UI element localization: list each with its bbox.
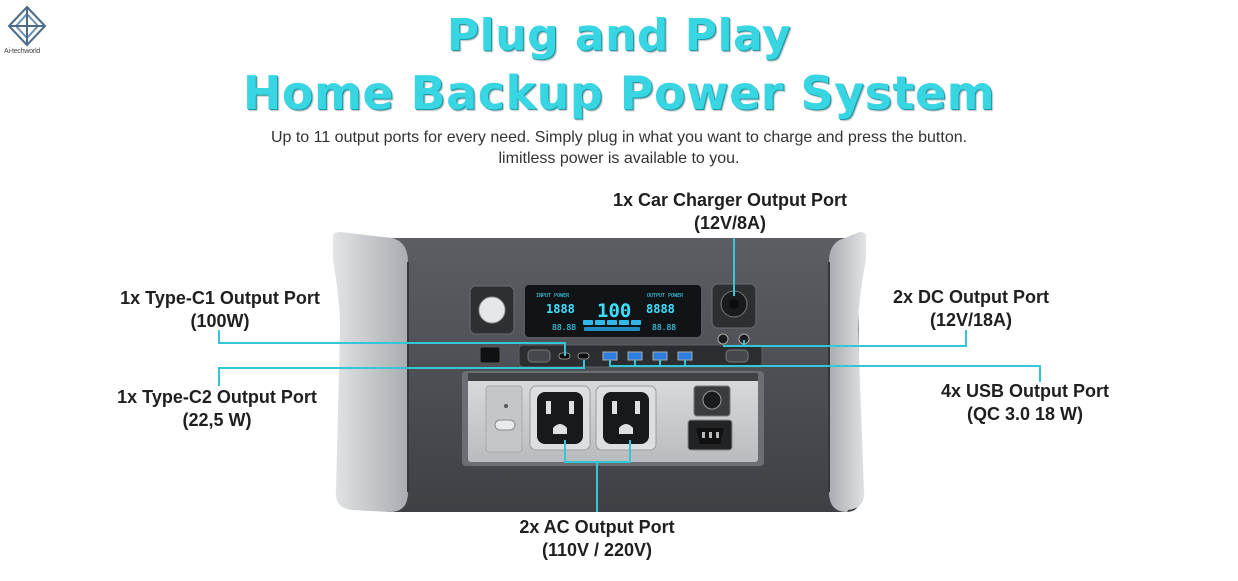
type-c2-label: 1x Type-C2 Output Port (22,5 W)	[87, 386, 347, 432]
car-charger-label: 1x Car Charger Output Port (12V/8A)	[560, 189, 900, 235]
car-charger-name: 1x Car Charger Output Port	[612, 190, 848, 210]
callout-dc	[743, 330, 967, 347]
dc-button	[725, 349, 749, 363]
lcd-output-small: 88.88	[652, 323, 676, 332]
lcd-percent-value: 100	[597, 300, 631, 322]
subtitle-line2: limitless power is available to you.	[498, 150, 740, 167]
ac-spec: (110V / 220V)	[541, 540, 653, 560]
left-bumper	[333, 232, 408, 512]
usb-port-4	[677, 351, 693, 361]
dc-label: 2x DC Output Port (12V/18A)	[856, 286, 1086, 332]
page-title-line1: Plug and Play	[446, 10, 792, 61]
dc-spec: (12V/18A)	[929, 310, 1013, 330]
right-bumper	[829, 232, 866, 512]
type-c1-name: 1x Type-C1 Output Port	[120, 288, 320, 308]
usb-c-button	[527, 349, 551, 363]
type-c2-port	[577, 352, 590, 360]
usb-port-2	[627, 351, 643, 361]
callout-type-c2	[218, 360, 585, 386]
lcd-input-value: 1888	[546, 302, 575, 316]
ac-indicator-led	[504, 404, 508, 408]
type-c2-spec: (22,5 W)	[182, 410, 252, 430]
lcd-output-label: OUTPUT POWER	[647, 293, 684, 299]
power-button	[478, 296, 506, 324]
usb-spec: (QC 3.0 18 W)	[966, 404, 1084, 424]
lcd-output-value: 8888	[646, 302, 675, 316]
usb-port-3	[652, 351, 668, 361]
subtitle-line1: Up to 11 output ports for every need. Si…	[270, 129, 968, 146]
car-charger-spec: (12V/8A)	[693, 213, 767, 233]
ac-name: 2x AC Output Port	[519, 517, 675, 537]
ac-indicator-panel	[485, 385, 523, 453]
lcd-input-small: 88.88	[552, 323, 576, 332]
ac-outlet-1	[529, 385, 591, 451]
usb-label: 4x USB Output Port (QC 3.0 18 W)	[910, 380, 1140, 426]
logo-text: Ai-techworld	[4, 48, 41, 55]
lcd-display	[523, 283, 703, 339]
ai-techworld-logo: Ai-techworld	[4, 4, 50, 60]
page-title-line2: Home Backup Power System	[242, 66, 996, 120]
ac-outlet-2	[595, 385, 657, 451]
type-c2-name: 1x Type-C2 Output Port	[117, 387, 317, 407]
callout-type-c1	[218, 330, 566, 356]
usb-port-1	[602, 351, 618, 361]
dc-name: 2x DC Output Port	[893, 287, 1049, 307]
lcd-battery-bars	[583, 320, 641, 331]
ai-techworld-logo-icon	[7, 5, 47, 47]
dc-port-1	[717, 333, 729, 345]
ups-switch	[479, 346, 501, 364]
usb-name: 4x USB Output Port	[940, 381, 1109, 401]
ac-button	[494, 419, 516, 431]
ac-label: 2x AC Output Port (110V / 220V)	[477, 516, 717, 562]
lcd-input-label: INPUT POWER	[536, 293, 570, 299]
type-c1-label: 1x Type-C1 Output Port (100W)	[90, 287, 350, 333]
callout-lines	[218, 238, 1041, 512]
type-c1-spec: (100W)	[190, 311, 250, 331]
callout-usb	[609, 360, 1041, 382]
